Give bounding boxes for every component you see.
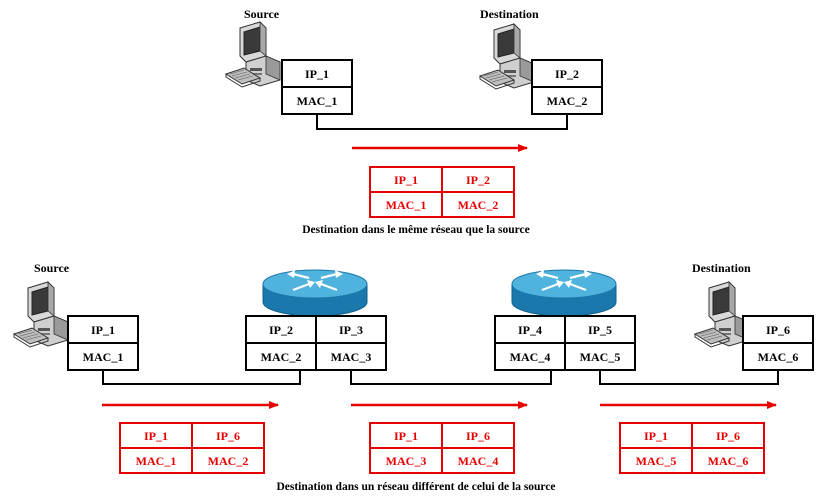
bottom-packet-1: IP_1 IP_6 MAC_1 MAC_2 <box>119 422 265 474</box>
router-2-right-mac: MAC_5 <box>580 350 621 364</box>
packet-3-src-mac: MAC_5 <box>636 454 677 468</box>
packet-1-src-ip: IP_1 <box>144 429 168 443</box>
top-packet-dst-ip: IP_2 <box>466 173 490 187</box>
packet-1-src-mac: MAC_1 <box>136 454 177 468</box>
top-destination-ip: IP_2 <box>555 67 579 81</box>
router-1-right-ip: IP_3 <box>339 323 363 337</box>
router-1-left-mac: MAC_2 <box>261 350 302 364</box>
top-packet-src-mac: MAC_1 <box>386 198 427 212</box>
router-1-left-ip: IP_2 <box>269 323 293 337</box>
top-caption: Destination dans le même réseau que la s… <box>302 224 530 236</box>
top-packet-src-ip: IP_1 <box>394 173 418 187</box>
top-packet-dst-mac: MAC_2 <box>458 198 499 212</box>
bottom-destination-address-box: IP_6 MAC_6 <box>742 315 814 371</box>
packet-3-dst-mac: MAC_6 <box>708 454 749 468</box>
bottom-destination-computer-icon <box>694 281 750 348</box>
bottom-packet-3: IP_1 IP_6 MAC_5 MAC_6 <box>619 422 765 474</box>
bottom-source-address-box: IP_1 MAC_1 <box>67 315 139 371</box>
bottom-destination-label: Destination <box>692 261 751 275</box>
packet-2-dst-ip: IP_6 <box>466 429 490 443</box>
bottom-source-mac: MAC_1 <box>83 350 124 364</box>
router-2-icon <box>510 268 618 318</box>
top-source-computer-icon <box>225 21 281 88</box>
router-1-icon <box>261 268 369 318</box>
bottom-destination-mac: MAC_6 <box>758 350 799 364</box>
top-destination-address-box: IP_2 MAC_2 <box>531 59 603 115</box>
top-destination-computer-icon <box>479 23 535 90</box>
top-packet: IP_1 IP_2 MAC_1 MAC_2 <box>369 166 515 218</box>
packet-2-src-ip: IP_1 <box>394 429 418 443</box>
packet-2-src-mac: MAC_3 <box>386 454 427 468</box>
top-destination-label: Destination <box>480 7 539 21</box>
router-2-address-box: IP_4 IP_5 MAC_4 MAC_5 <box>494 315 636 371</box>
top-source-mac: MAC_1 <box>297 94 338 108</box>
link-source-router-1 <box>102 370 301 385</box>
top-source-address-box: IP_1 MAC_1 <box>281 59 353 115</box>
bottom-packet-2: IP_1 IP_6 MAC_3 MAC_4 <box>369 422 515 474</box>
packet-1-dst-mac: MAC_2 <box>208 454 249 468</box>
top-link <box>316 114 568 130</box>
top-destination-mac: MAC_2 <box>547 94 588 108</box>
bottom-source-label: Source <box>34 261 70 275</box>
bottom-source-ip: IP_1 <box>91 323 115 337</box>
packet-2-dst-mac: MAC_4 <box>458 454 499 468</box>
link-router-1-router-2 <box>350 370 552 385</box>
packet-3-dst-ip: IP_6 <box>716 429 740 443</box>
top-source-label: Source <box>244 7 280 21</box>
bottom-source-computer-icon <box>13 281 69 348</box>
router-1-right-mac: MAC_3 <box>331 350 372 364</box>
router-2-right-ip: IP_5 <box>588 323 612 337</box>
link-router-2-destination <box>599 370 779 385</box>
router-1-address-box: IP_2 IP_3 MAC_2 MAC_3 <box>245 315 387 371</box>
packet-1-dst-ip: IP_6 <box>216 429 240 443</box>
bottom-caption: Destination dans un réseau différent de … <box>276 481 555 493</box>
bottom-destination-ip: IP_6 <box>766 323 790 337</box>
router-2-left-ip: IP_4 <box>518 323 542 337</box>
router-2-left-mac: MAC_4 <box>510 350 551 364</box>
packet-3-src-ip: IP_1 <box>644 429 668 443</box>
top-source-ip: IP_1 <box>305 67 329 81</box>
